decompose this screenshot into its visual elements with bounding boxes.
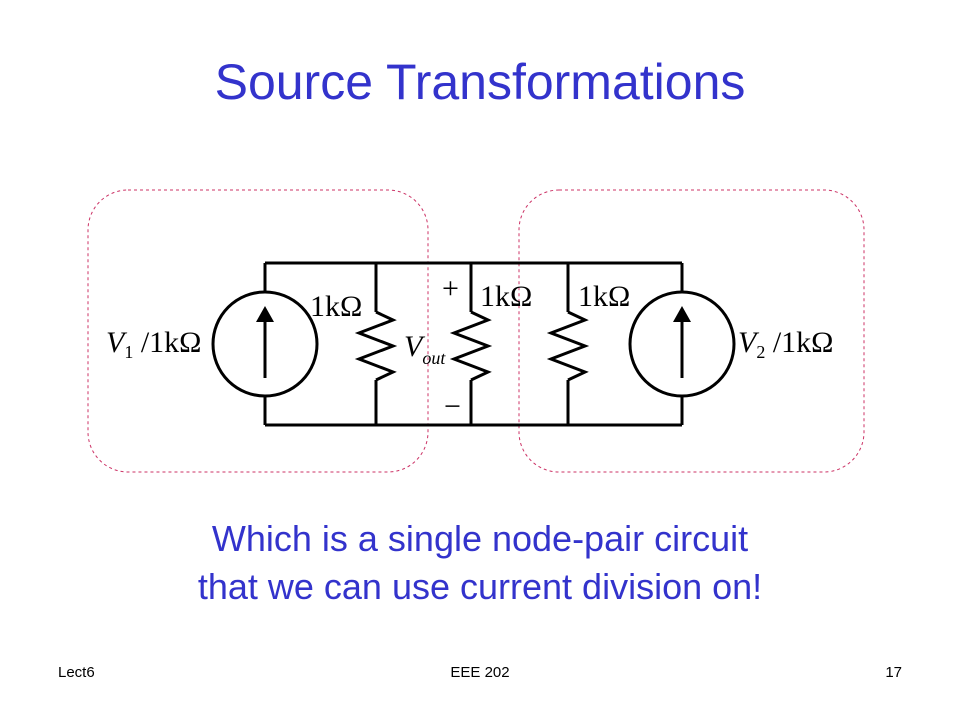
resistor-2	[449, 263, 493, 425]
footer-lecture: Lect6	[58, 664, 95, 681]
resistor-3	[546, 263, 590, 425]
body-line-2: that we can use current division on!	[197, 566, 763, 607]
resistor-1-label: 1kΩ	[310, 290, 362, 323]
source-left-label: V1 /1kΩ	[106, 326, 201, 362]
right-grouping-box	[518, 189, 865, 473]
footer-course: EEE 202	[450, 664, 510, 681]
arrow-up-icon	[256, 306, 274, 322]
footer-page-number: 17	[885, 664, 902, 681]
current-source-left	[211, 263, 319, 425]
vout-label: Vout	[404, 330, 446, 368]
source-right-label: V2 /1kΩ	[738, 326, 833, 362]
resistor-2-label: 1kΩ	[480, 280, 532, 313]
arrow-up-icon	[673, 306, 691, 322]
minus-sign: −	[444, 390, 461, 423]
plus-sign: +	[442, 272, 459, 305]
resistor-3-label: 1kΩ	[578, 280, 630, 313]
body-line-1: Which is a single node-pair circuit	[211, 518, 749, 559]
resistor-1	[354, 263, 398, 425]
slide-title: Source Transformations	[214, 54, 746, 110]
current-source-right	[628, 263, 736, 425]
slide-body-text: Which is a single node-pair circuit that…	[0, 515, 960, 611]
